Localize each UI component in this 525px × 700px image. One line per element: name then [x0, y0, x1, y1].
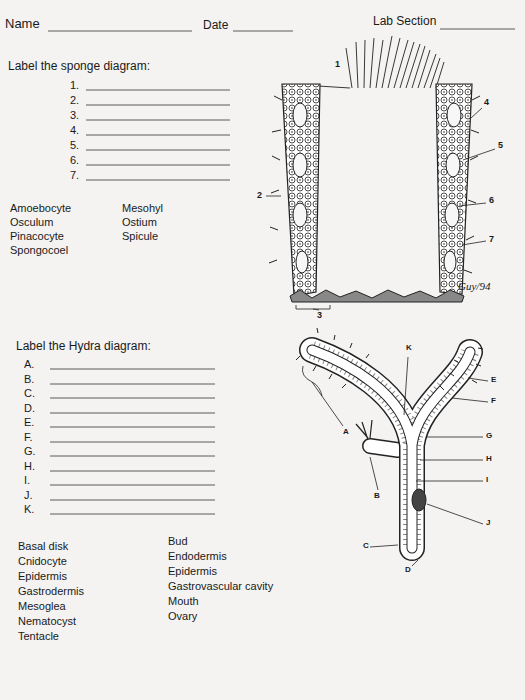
blank-number: 7.: [70, 169, 79, 181]
blank-number: 4.: [70, 124, 79, 136]
callout-label: B: [373, 492, 381, 501]
callout-label: 1: [334, 60, 341, 70]
word-bank-term: Cnidocyte: [18, 555, 67, 567]
word-bank-term: Spicule: [122, 230, 158, 242]
callout-label: 7: [488, 235, 495, 245]
word-bank-term: Tentacle: [18, 630, 59, 642]
blank-number: B.: [24, 373, 34, 385]
worksheet-heading: Name: [5, 17, 40, 31]
callout-label: 6: [488, 196, 495, 206]
word-bank-term: Pinacocyte: [10, 230, 64, 242]
word-bank-term: Basal disk: [18, 540, 68, 552]
callout-label: 4: [483, 98, 490, 108]
hydra-illustration: [296, 328, 488, 566]
word-bank-term: Endodermis: [168, 550, 227, 562]
callout-label: 2: [256, 191, 263, 201]
word-bank-term: Epidermis: [18, 570, 67, 582]
worksheet-heading: Lab Section: [373, 15, 436, 28]
word-bank-term: Ovary: [168, 610, 197, 622]
word-bank-term: Osculum: [10, 216, 53, 228]
blank-number: G.: [24, 445, 36, 457]
callout-label: K: [405, 344, 413, 353]
callout-label: J: [485, 519, 491, 528]
blank-number: 6.: [70, 154, 79, 166]
word-bank-term: Gastrodermis: [18, 585, 84, 597]
blank-number: H.: [24, 460, 35, 472]
word-bank-term: Nematocyst: [18, 615, 76, 627]
blank-number: K.: [24, 503, 34, 515]
word-bank-term: Epidermis: [168, 565, 217, 577]
blank-number: 5.: [70, 139, 79, 151]
blank-number: 3.: [70, 109, 79, 121]
callout-label: 3: [316, 311, 323, 321]
answer-lines: [48, 29, 515, 514]
blank-number: E.: [24, 416, 34, 428]
blank-number: I.: [24, 474, 30, 486]
word-bank-term: Ostium: [122, 216, 157, 228]
blank-number: D.: [24, 402, 35, 414]
word-bank-term: Mesohyl: [122, 202, 163, 214]
callout-label: G: [485, 432, 493, 441]
callout-label: F: [490, 397, 497, 406]
worksheet-heading: Date: [203, 19, 228, 32]
blank-number: J.: [24, 489, 33, 501]
word-bank-term: Spongocoel: [10, 244, 68, 256]
word-bank-term: Bud: [168, 535, 188, 547]
callout-label: E: [490, 376, 497, 385]
word-bank-term: Amoebocyte: [10, 202, 71, 214]
sponge-illustration: [266, 36, 495, 310]
blank-number: F.: [24, 431, 33, 443]
word-bank-term: Gastrovascular cavity: [168, 580, 273, 592]
word-bank-term: Mouth: [168, 595, 199, 607]
blank-number: C.: [24, 387, 35, 399]
blank-number: 1.: [70, 79, 79, 91]
word-bank-term: Mesoglea: [18, 600, 66, 612]
callout-label: 5: [497, 141, 504, 151]
callout-label: D: [404, 566, 412, 575]
worksheet-heading: Label the Hydra diagram:: [16, 340, 151, 353]
artist-signature: Guy/94: [458, 280, 490, 292]
callout-label: A: [342, 428, 350, 437]
blank-number: A.: [24, 358, 34, 370]
worksheet-heading: Label the sponge diagram:: [8, 60, 150, 73]
callout-label: C: [362, 542, 370, 551]
callout-label: I: [485, 476, 489, 485]
callout-label: H: [485, 455, 493, 464]
blank-number: 2.: [70, 94, 79, 106]
